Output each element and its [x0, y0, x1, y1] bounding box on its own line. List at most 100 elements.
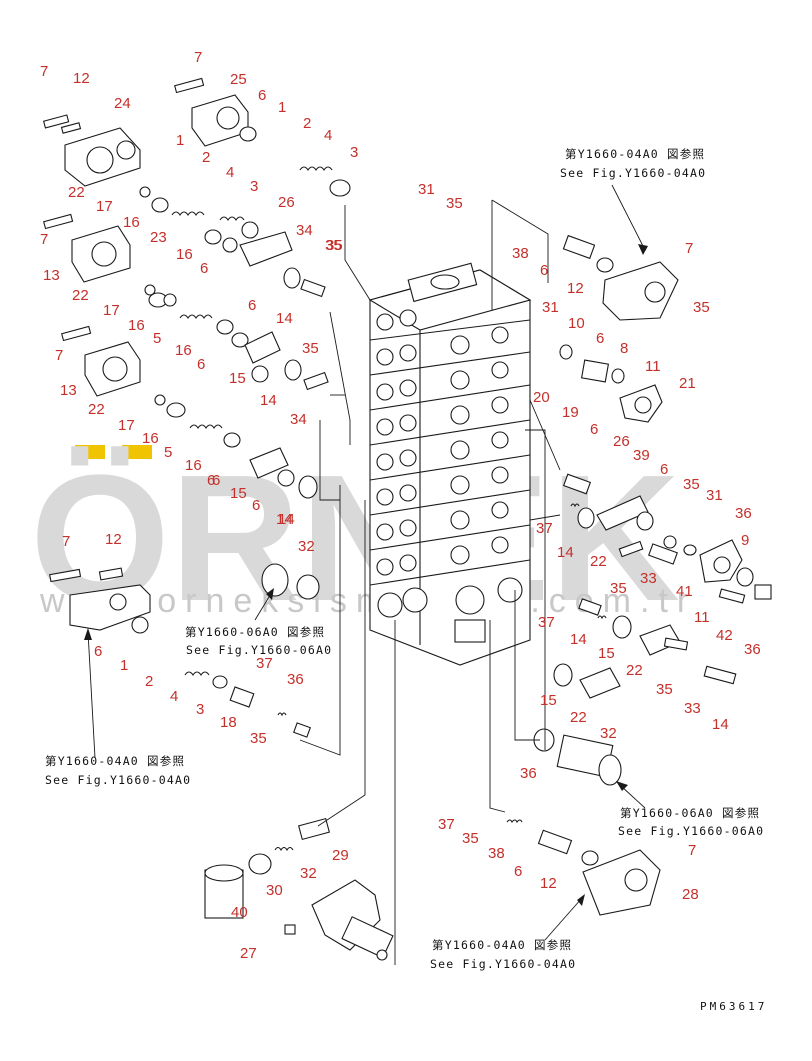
reference-note-jp: 第Y1660-04A0 図参照 — [565, 147, 705, 161]
part-callout: 17 — [103, 302, 120, 319]
part-callout: 35 — [683, 476, 700, 493]
part-callout: 17 — [118, 417, 135, 434]
part-callout: 14 — [276, 511, 293, 528]
part-callout: 16 — [123, 214, 140, 231]
part-callout: 15 — [229, 370, 246, 387]
part-callout: 35 — [250, 730, 267, 747]
part-callout: 31 — [542, 299, 559, 316]
part-callout: 34 — [296, 222, 313, 239]
reference-note-jp: 第Y1660-04A0 図参照 — [432, 938, 572, 952]
reference-note-en: See Fig.Y1660-04A0 — [45, 773, 191, 787]
part-callout: 23 — [150, 229, 167, 246]
reference-notes: 第Y1660-04A0 図参照 See Fig.Y1660-04A0 第Y166… — [45, 147, 763, 971]
part-callout: 33 — [640, 570, 657, 587]
reference-note-jp: 第Y1660-06A0 図参照 — [620, 806, 760, 820]
part-callout: 22 — [570, 709, 587, 726]
part-callout: 1 — [176, 132, 184, 149]
part-callout: 3 — [350, 144, 358, 161]
part-callout: 35 — [325, 237, 342, 254]
part-callout: 16 — [185, 457, 202, 474]
part-callout: 29 — [332, 847, 349, 864]
part-callout: 35 — [326, 237, 343, 254]
part-callout: 32 — [300, 865, 317, 882]
part-callout: 13 — [43, 267, 60, 284]
part-callout: 36 — [520, 765, 537, 782]
part-callout: 18 — [220, 714, 237, 731]
reference-note-en: See Fig.Y1660-04A0 — [560, 166, 706, 180]
part-callout: 35 — [693, 299, 710, 316]
part-callout: 35 — [656, 681, 673, 698]
part-callout: 11 — [694, 609, 710, 626]
part-callout: 19 — [562, 404, 579, 421]
part-callout: 1 — [278, 99, 286, 116]
part-callout: 22 — [590, 553, 607, 570]
reference-note-jp: 第Y1660-06A0 図参照 — [185, 625, 325, 639]
part-callout: 12 — [540, 875, 557, 892]
part-callout: 39 — [633, 447, 650, 464]
part-callout: 40 — [231, 904, 248, 921]
part-callout: 6 — [590, 421, 598, 438]
part-callout: 6 — [207, 472, 215, 489]
part-callout: 6 — [540, 262, 548, 279]
part-callout: 30 — [266, 882, 283, 899]
part-callout: 26 — [613, 433, 630, 450]
part-callout: 6 — [258, 87, 266, 104]
part-callout: 38 — [512, 245, 529, 262]
part-callout: 6 — [197, 356, 205, 373]
part-callout: 14 — [260, 392, 277, 409]
part-callout: 6 — [212, 472, 220, 489]
part-callout: 31 — [418, 181, 435, 198]
part-callout: 1 — [120, 657, 128, 674]
part-callout: 42 — [716, 627, 733, 644]
part-callout: 15 — [598, 645, 615, 662]
part-callout: 4 — [324, 127, 332, 144]
part-callout: 2 — [202, 149, 210, 166]
part-callout: 33 — [684, 700, 701, 717]
part-callout: 7 — [685, 240, 693, 257]
part-callout: 22 — [68, 184, 85, 201]
part-callout: 10 — [568, 315, 585, 332]
part-callout: 14 — [278, 511, 295, 528]
part-callout: 5 — [164, 444, 172, 461]
part-callout: 6 — [94, 643, 102, 660]
watermark-accent-right — [122, 445, 152, 459]
part-callout: 22 — [626, 662, 643, 679]
part-callout: 22 — [88, 401, 105, 418]
reference-note-en: See Fig.Y1660-06A0 — [186, 643, 332, 657]
part-callout: 8 — [620, 340, 628, 357]
part-callout: 14 — [276, 310, 293, 327]
part-callout: 37 — [536, 520, 553, 537]
part-callout: 14 — [712, 716, 729, 733]
leader-lines — [84, 184, 648, 965]
part-callout: 7 — [55, 347, 63, 364]
part-callout: 6 — [514, 863, 522, 880]
part-callout: 6 — [252, 497, 260, 514]
part-callout: 17 — [96, 198, 113, 215]
part-callout: 6 — [200, 260, 208, 277]
part-callout: 12 — [105, 531, 122, 548]
part-callout: 34 — [290, 411, 307, 428]
part-callout: 21 — [679, 375, 696, 392]
part-callout: 7 — [688, 842, 696, 859]
part-callout: 15 — [230, 485, 247, 502]
part-shapes — [42, 77, 772, 961]
reference-note-jp: 第Y1660-04A0 図参照 — [45, 754, 185, 768]
control-valve-body — [368, 262, 532, 666]
part-callout: 35 — [302, 340, 319, 357]
part-callout: 26 — [278, 194, 295, 211]
part-callout: 4 — [170, 688, 178, 705]
part-callout: 15 — [540, 692, 557, 709]
part-callout: 32 — [298, 538, 315, 555]
part-callout: 4 — [226, 164, 234, 181]
part-callout: 7 — [40, 231, 48, 248]
part-callout: 35 — [610, 580, 627, 597]
drawing-code: PM63617 — [700, 1000, 767, 1013]
part-callout: 38 — [488, 845, 505, 862]
part-callout: 20 — [533, 389, 550, 406]
part-callout: 31 — [706, 487, 723, 504]
part-callout: 7 — [194, 49, 202, 66]
part-callout: 16 — [176, 246, 193, 263]
part-callout: 12 — [73, 70, 90, 87]
part-callout: 3 — [196, 701, 204, 718]
